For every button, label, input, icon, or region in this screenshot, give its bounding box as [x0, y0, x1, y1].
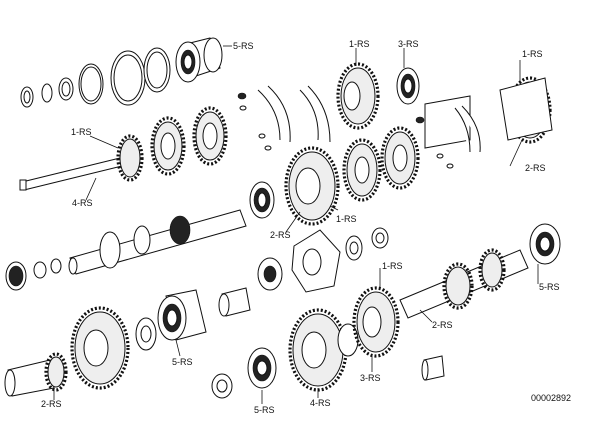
bottom-sleeve: [218, 287, 251, 317]
upper-needle-bearing: [396, 67, 420, 105]
upper-gear-1: [336, 62, 380, 130]
middle-gear-large: [284, 146, 340, 226]
callout-1rs-middle: 1-RS: [336, 214, 357, 224]
callout-5rs-top: 5-RS: [233, 41, 254, 51]
bottom-washer: [135, 317, 157, 351]
top-bearing: [175, 37, 223, 83]
callout-4rs-bottom: 4-RS: [310, 398, 331, 408]
upper-synchro-rings: [257, 85, 331, 143]
middle-synchro-hub: [342, 126, 420, 202]
input-shaft: [19, 157, 123, 191]
shaft-end-bearing: [5, 258, 62, 291]
bottom-gear-pair: [288, 286, 400, 392]
callout-2rs-countershaft: 2-RS: [432, 320, 453, 330]
countershaft-bearing: [529, 223, 561, 265]
middle-needle-bearing: [249, 181, 275, 219]
main-shaft: [68, 209, 247, 275]
callout-2rs-right: 2-RS: [525, 163, 546, 173]
callout-4rs-input: 4-RS: [72, 198, 93, 208]
countershaft: [399, 248, 529, 319]
callout-1rs-flange: 1-RS: [382, 261, 403, 271]
shaft-gear-a: [116, 134, 144, 182]
bottom-bearing-2: [247, 347, 277, 389]
bottom-washer-2: [211, 373, 233, 399]
shift-pins: [237, 92, 454, 169]
loose-sleeve: [421, 355, 445, 381]
bottom-bearing-1: [157, 289, 207, 341]
callout-5rs-bottom: 5-RS: [254, 405, 275, 415]
callout-1rs-top-gear: 1-RS: [349, 39, 370, 49]
upper-gear-2: [499, 76, 553, 144]
top-snap-rings: [20, 47, 171, 108]
callout-labels: 5-RS 1-RS 3-RS 1-RS 1-RS 4-RS 2-RS 2-RS …: [41, 39, 560, 415]
leader-lines: [53, 48, 539, 404]
callout-1rs-input: 1-RS: [71, 127, 92, 137]
callout-5rs-bottom-bearing: 5-RS: [172, 357, 193, 367]
bottom-gear-large: [70, 306, 130, 390]
bottom-left-shaft: [4, 352, 68, 397]
callout-1rs-top-right: 1-RS: [522, 49, 543, 59]
callout-5rs-countershaft: 5-RS: [539, 282, 560, 292]
output-flange: [257, 229, 341, 293]
flange-washers: [345, 227, 389, 261]
callout-3rs-top: 3-RS: [398, 39, 419, 49]
callout-2rs-middle: 2-RS: [270, 230, 291, 240]
callout-2rs-bottom-left: 2-RS: [41, 399, 62, 409]
synchro-hub-a: [150, 106, 228, 176]
upper-shaft-sleeve: [424, 95, 481, 153]
reference-number: 00002892: [531, 393, 571, 403]
callout-3rs-bottom: 3-RS: [360, 373, 381, 383]
